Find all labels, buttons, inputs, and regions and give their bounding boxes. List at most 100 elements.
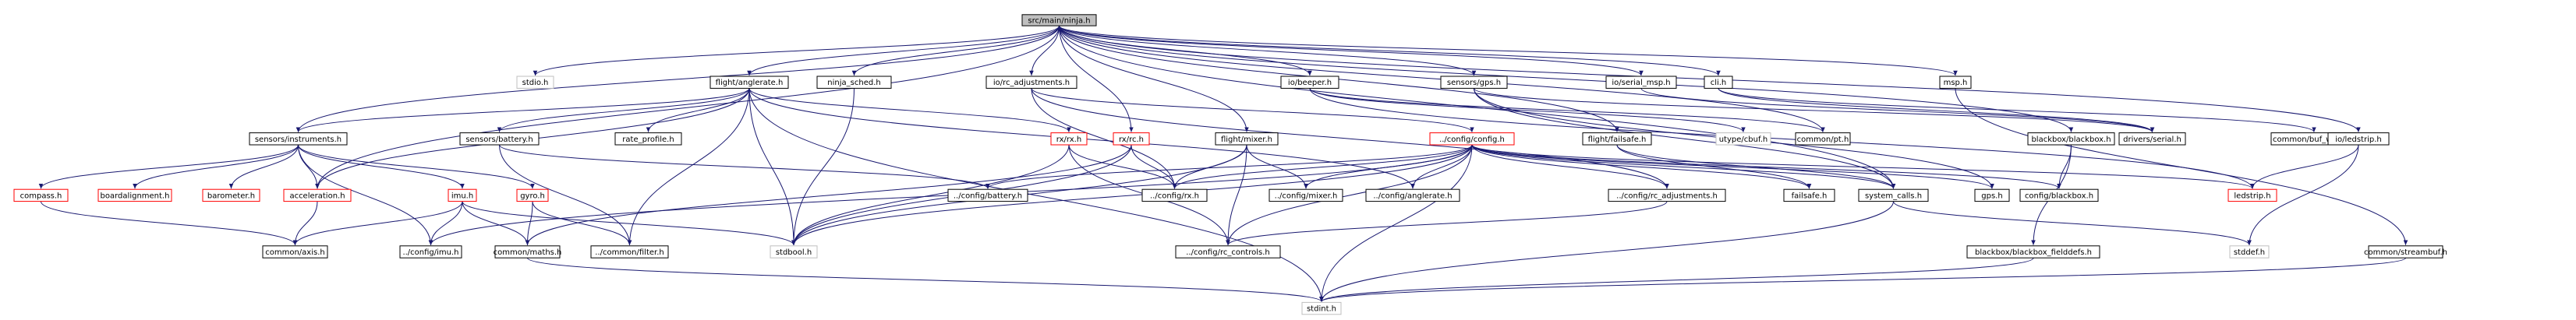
node-box	[1605, 76, 1677, 89]
edge-ninja-to-gps	[1059, 25, 1477, 76]
node-label: io/rc_adjustments.h	[993, 79, 1070, 87]
node-label: src/main/ninja.h	[1028, 16, 1090, 25]
node-common-pt[interactable]: common/pt.h	[1795, 132, 1851, 146]
node-imu[interactable]: imu.h	[448, 188, 477, 202]
node-ninja-sched[interactable]: ninja_sched.h	[816, 76, 892, 89]
edge-rc_adj-to-config_rc_adj	[1031, 88, 1669, 189]
node-label: imu.h	[451, 192, 473, 200]
node-msp[interactable]: msp.h	[1939, 76, 1972, 89]
node-box	[249, 132, 348, 146]
node-rc-adj[interactable]: io/rc_adjustments.h	[985, 76, 1077, 89]
node-config-battery[interactable]: ../config/battery.h	[947, 188, 1028, 202]
node-box	[1021, 14, 1097, 26]
node-failsafe[interactable]: failsafe.h	[1783, 188, 1835, 202]
node-acceleration[interactable]: acceleration.h	[283, 188, 352, 202]
node-box	[2368, 245, 2443, 258]
node-gps-h[interactable]: gps.h	[1974, 188, 2010, 202]
node-config-imu[interactable]: ../config/imu.h	[399, 245, 462, 258]
edge-anglerate-to-battery	[497, 88, 750, 132]
edge-config_config-to-config_blackbox	[1471, 144, 2061, 189]
node-stddef: stddef.h	[2229, 245, 2270, 258]
node-config-config[interactable]: ../config/config.h	[1429, 132, 1515, 146]
node-barometer[interactable]: barometer.h	[202, 188, 260, 202]
node-serial-msp[interactable]: io/serial_msp.h	[1605, 76, 1677, 89]
edge-ninja-to-acceleration	[315, 26, 1060, 189]
node-compass[interactable]: compass.h	[13, 188, 69, 202]
node-config-blackbox[interactable]: config/blackbox.h	[2019, 188, 2099, 202]
node-bb-fielddefs[interactable]: blackbox/blackbox_fielddefs.h	[1966, 245, 2100, 258]
edge-config_config-to-config_rx	[1172, 144, 1473, 189]
node-label: flight/anglerate.h	[716, 79, 784, 87]
edge-rxrx-to-config_rx	[1068, 144, 1177, 189]
node-cli[interactable]: cli.h	[1704, 76, 1733, 89]
node-rxrc[interactable]: rx/rc.h	[1113, 132, 1150, 146]
edge-msp-to-streambuf	[1955, 88, 2408, 245]
node-gps[interactable]: sensors/gps.h	[1440, 76, 1508, 89]
node-box	[516, 76, 554, 89]
node-common-axis[interactable]: common/axis.h	[262, 245, 328, 258]
node-boardalign[interactable]: boardalignment.h	[97, 188, 172, 202]
node-common-filter[interactable]: ../common/filter.h	[590, 245, 669, 258]
edge-blackbox-to-config_blackbox	[2057, 144, 2072, 189]
node-mixer[interactable]: flight/mixer.h	[1215, 132, 1279, 146]
node-box	[1269, 188, 1343, 202]
node-config-mixer[interactable]: ../config/mixer.h	[1269, 188, 1343, 202]
edge-instruments-to-acceleration	[298, 144, 320, 189]
node-label: sensors/gps.h	[1447, 79, 1501, 87]
node-beeper[interactable]: io/beeper.h	[1280, 76, 1339, 89]
node-io-ledstrip[interactable]: io/ledstrip.h	[2327, 132, 2390, 146]
node-stdio: stdio.h	[516, 76, 554, 89]
node-config-anglerate[interactable]: ../config/anglerate.h	[1365, 188, 1460, 202]
node-anglerate[interactable]: flight/anglerate.h	[709, 76, 789, 89]
node-label: ../config/imu.h	[402, 248, 458, 257]
node-label: ../config/config.h	[1439, 135, 1505, 144]
edge-ninja-to-stdio	[533, 25, 1060, 76]
edge-bb_fielddefs-to-stdint	[1319, 257, 2034, 302]
node-failsafe-fl[interactable]: flight/failsafe.h	[1582, 132, 1652, 146]
edge-anglerate-to-rate_profile	[646, 88, 750, 132]
edge-rc_adj-to-config_rx	[1031, 88, 1177, 189]
node-config-rc-adj[interactable]: ../config/rc_adjustments.h	[1608, 188, 1726, 202]
header-nodes: src/main/ninja.h stdio.h flight/anglerate.…	[13, 14, 2447, 315]
edge-config_config-to-stdint	[1319, 144, 1473, 302]
node-label: system_calls.h	[1865, 192, 1922, 200]
node-gyro[interactable]: gyro.h	[516, 188, 549, 202]
node-rate-profile[interactable]: rate_profile.h	[614, 132, 682, 146]
node-box	[1858, 188, 1929, 202]
edge-ninja-to-msp	[1059, 25, 1958, 76]
node-rxrx[interactable]: rx/rx.h	[1050, 132, 1088, 146]
edge-config_config-to-config_battery	[985, 144, 1473, 189]
edge-failsafe_fl-to-failsafe	[1616, 144, 1812, 189]
node-config-rx[interactable]: ../config/rx.h	[1141, 188, 1208, 202]
edge-ninja-to-rc_adj	[1029, 26, 1060, 76]
node-battery[interactable]: sensors/battery.h	[459, 132, 540, 146]
node-label: common/pt.h	[1797, 135, 1849, 144]
node-instruments[interactable]: sensors/instruments.h	[249, 132, 348, 146]
node-stdint: stdint.h	[1301, 301, 1342, 315]
edge-ninja_sched-to-stdbool	[791, 88, 855, 245]
node-system-calls[interactable]: system_calls.h	[1858, 188, 1929, 202]
node-label: io/serial_msp.h	[1612, 79, 1670, 87]
node-config-rc-ctrl[interactable]: ../config/rc_controls.h	[1175, 245, 1281, 258]
edge-cli-to-drivers_serial	[1718, 87, 2155, 133]
edge-compass-to-common_axis	[41, 201, 298, 245]
edge-rxrc-to-common_maths	[525, 144, 1132, 245]
node-label: rate_profile.h	[622, 135, 674, 144]
node-box	[2118, 132, 2186, 146]
edge-config_rc_adj-to-config_rc_ctrl	[1226, 201, 1668, 246]
node-common-maths[interactable]: common/maths.h	[494, 245, 562, 258]
node-box	[1783, 188, 1835, 202]
edge-ninja-to-anglerate	[747, 25, 1060, 76]
node-drivers-serial[interactable]: drivers/serial.h	[2118, 132, 2186, 146]
node-box	[1429, 132, 1515, 146]
edge-anglerate-to-instruments	[295, 87, 750, 133]
node-box	[399, 245, 462, 258]
node-label: io/ledstrip.h	[2335, 135, 2381, 144]
node-box	[1582, 132, 1652, 146]
node-streambuf[interactable]: common/streambuf.h	[2364, 245, 2447, 258]
edge-config_config-to-gps_h	[1471, 144, 1994, 189]
node-ledstrip[interactable]: ledstrip.h	[2227, 188, 2277, 202]
node-blackbox[interactable]: blackbox/blackbox.h	[2027, 132, 2115, 146]
node-label: blackbox/blackbox_fielddefs.h	[1975, 248, 2092, 257]
edge-config_config-to-config_rc_adj	[1471, 144, 1669, 189]
